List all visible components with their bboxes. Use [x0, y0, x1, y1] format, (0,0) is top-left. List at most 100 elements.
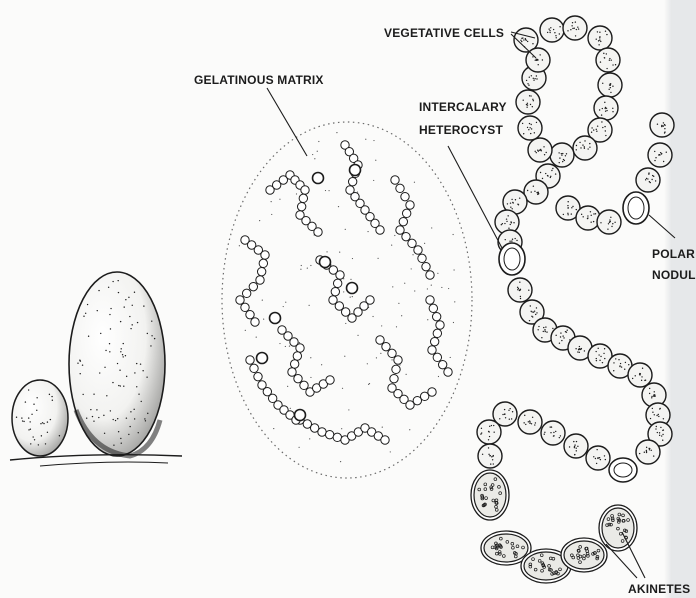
matrix-cell — [426, 296, 434, 304]
matrix-heterocyst — [257, 353, 268, 364]
polar-nodule — [623, 192, 649, 224]
matrix-cell — [261, 251, 269, 259]
vegetative-cell — [564, 434, 588, 458]
matrix-cell — [391, 176, 399, 184]
matrix-cell — [288, 368, 296, 376]
matrix-cell — [236, 296, 244, 304]
vegetative-cell — [563, 16, 587, 40]
matrix-cell — [428, 346, 436, 354]
matrix-cell — [251, 318, 259, 326]
matrix-cell — [394, 356, 402, 364]
matrix-cell — [249, 282, 257, 290]
vegetative-cell — [576, 206, 600, 230]
vegetative-cell — [588, 26, 612, 50]
matrix-cell — [333, 433, 341, 441]
vegetative-cell — [650, 113, 674, 137]
label-heterocyst: HETEROCYST — [419, 123, 503, 137]
matrix-cell — [392, 365, 400, 373]
matrix-cell — [402, 209, 410, 217]
matrix-cell — [429, 304, 437, 312]
vegetative-cell — [636, 168, 660, 192]
vegetative-cell — [508, 278, 532, 302]
vegetative-cell — [518, 116, 542, 140]
vegetative-cell — [518, 410, 542, 434]
matrix-cell — [254, 372, 262, 380]
matrix-cell — [299, 194, 307, 202]
vegetative-cell — [597, 210, 621, 234]
vegetative-cell — [628, 363, 652, 387]
matrix-cell — [348, 177, 356, 185]
matrix-cell — [433, 329, 441, 337]
vegetative-cell — [648, 143, 672, 167]
matrix-cell — [314, 228, 322, 236]
matrix-cell — [325, 430, 333, 438]
matrix-cell — [296, 344, 304, 352]
large-colony — [69, 272, 165, 456]
matrix-cell — [257, 267, 265, 275]
matrix-cell — [444, 368, 452, 376]
vegetative-cell — [477, 420, 501, 444]
matrix-cell — [242, 289, 250, 297]
akinete — [471, 470, 509, 520]
matrix-cell — [399, 217, 407, 225]
matrix-cell — [426, 271, 434, 279]
vegetative-cell — [478, 444, 502, 468]
matrix-cell — [297, 202, 305, 210]
matrix-cell — [250, 364, 258, 372]
matrix-cell — [430, 337, 438, 345]
matrix-cell — [301, 186, 309, 194]
vegetative-cell — [550, 143, 574, 167]
matrix-cell — [381, 436, 389, 444]
matrix-cell — [333, 279, 341, 287]
label-nodule: NODULE — [652, 268, 696, 282]
matrix-cell — [318, 428, 326, 436]
matrix-cell — [402, 232, 410, 240]
akinetes-group — [471, 470, 637, 583]
vegetative-cell — [636, 440, 660, 464]
matrix-cell — [241, 303, 249, 311]
akinete — [599, 505, 637, 551]
leader-matrix — [267, 88, 307, 156]
matrix-heterocyst — [347, 283, 358, 294]
matrix-cell — [246, 356, 254, 364]
vegetative-cell — [586, 446, 610, 470]
matrix-cell — [376, 336, 384, 344]
matrix-cell — [418, 254, 426, 262]
intercalary-heterocyst — [499, 243, 525, 275]
matrix-heterocyst — [295, 410, 306, 421]
matrix-cell — [246, 310, 254, 318]
leader-polar — [649, 215, 675, 238]
label-polar: POLAR — [652, 247, 695, 261]
matrix-cell — [300, 381, 308, 389]
matrix-cell — [436, 321, 444, 329]
vegetative-cell — [540, 18, 564, 42]
matrix-heterocyst — [270, 313, 281, 324]
vegetative-cell — [573, 136, 597, 160]
matrix-cell — [433, 353, 441, 361]
gelatinous-matrix-colony — [222, 122, 472, 478]
matrix-cell — [256, 276, 264, 284]
vegetative-cell — [541, 421, 565, 445]
vegetative-filament — [477, 16, 674, 470]
matrix-cell — [331, 287, 339, 295]
vegetative-cell — [524, 180, 548, 204]
label-gelatinous-matrix: GELATINOUS MATRIX — [194, 73, 324, 87]
matrix-cell — [406, 201, 414, 209]
akinete — [561, 538, 607, 572]
matrix-cell — [396, 226, 404, 234]
vegetative-cell — [596, 48, 620, 72]
matrix-cell — [388, 349, 396, 357]
matrix-cell — [382, 342, 390, 350]
matrix-heterocyst — [350, 165, 361, 176]
matrix-cell — [408, 239, 416, 247]
small-colony — [12, 380, 68, 456]
matrix-cell — [293, 352, 301, 360]
matrix-cell — [376, 226, 384, 234]
matrix-cell — [290, 360, 298, 368]
matrix-cell — [401, 192, 409, 200]
label-akinetes: AKINETES — [628, 582, 690, 596]
vegetative-cell — [598, 73, 622, 97]
matrix-cell — [438, 360, 446, 368]
